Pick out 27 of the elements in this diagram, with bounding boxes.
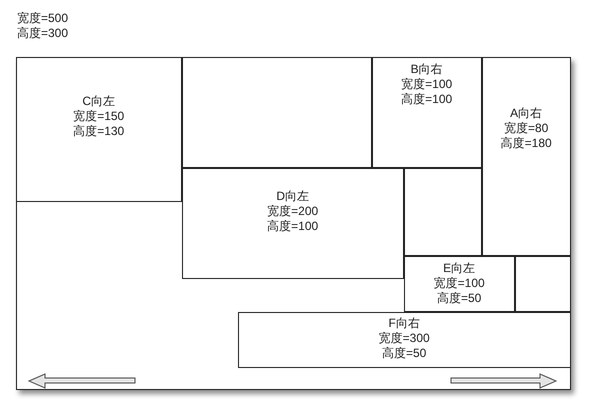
packed-rectangle	[404, 256, 515, 312]
width-label: 宽度=100	[434, 276, 485, 292]
rect-name: C向左	[82, 94, 116, 109]
height-label: 高度=300	[17, 26, 68, 41]
width-label: 宽度=150	[73, 108, 124, 124]
rect-name: F向右	[388, 316, 420, 331]
width-label: 宽度=300	[378, 330, 430, 346]
rect-name: D向左	[276, 188, 310, 204]
packed-rectangle	[182, 168, 404, 279]
rect-name: A向右	[510, 106, 542, 121]
width-label: 宽度=200	[267, 204, 318, 219]
packed-rectangle	[16, 56, 182, 202]
width-label: 宽度=100	[401, 76, 452, 92]
height-label: 高度=50	[382, 346, 426, 361]
packed-rectangle	[482, 56, 571, 256]
rect-name: E向左	[443, 261, 476, 276]
empty-region	[404, 168, 482, 256]
height-label: 高度=130	[73, 124, 124, 139]
packed-rectangle	[372, 56, 482, 168]
rect-name: B向右	[410, 62, 443, 77]
width-label: 宽度=500	[17, 11, 68, 26]
height-label: 高度=50	[437, 291, 482, 306]
height-label: 高度=100	[267, 218, 318, 234]
height-label: 高度=100	[401, 92, 452, 107]
width-label: 宽度=80	[504, 120, 548, 136]
packed-rectangle	[238, 312, 571, 368]
height-label: 高度=180	[500, 136, 552, 151]
